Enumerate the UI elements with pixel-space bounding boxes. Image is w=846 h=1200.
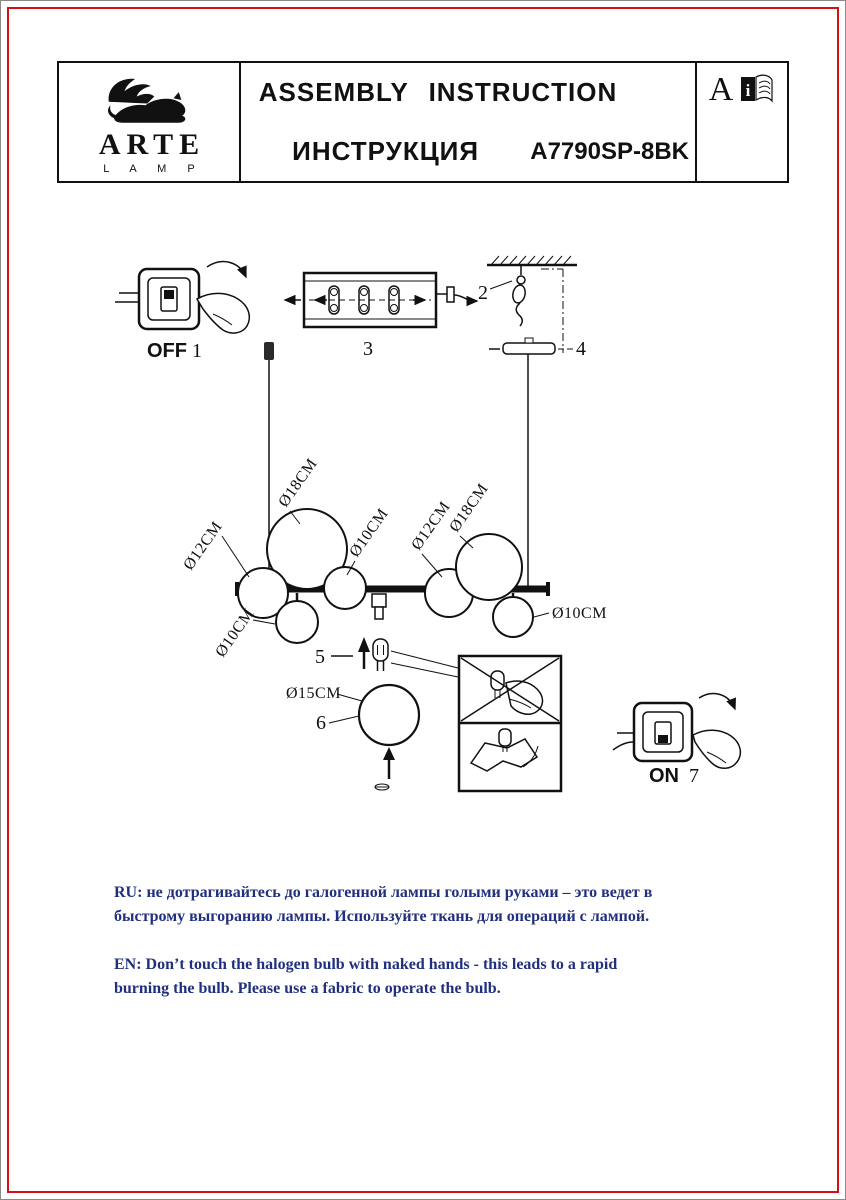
halogen-bulb-icon [372,638,389,662]
header-corner: A i [695,63,787,181]
footer-warnings: RU: не дотрагивайтесь до галогенной ламп… [114,881,759,1001]
sphere-18-right [455,533,523,601]
model-number: A7790SP-8BK [530,137,689,165]
header-row2: ИНСТРУКЦИЯ A7790SP-8BK [241,122,695,181]
warning-ru-line1: RU: не дотрагивайтесь до галогенной ламп… [114,884,653,901]
canopy-plate-icon [502,342,556,355]
warning-en-line2: burning the bulb. Please use a fabric to… [114,980,501,997]
step-3-bracket: 3 [283,271,479,360]
info-letter: i [746,81,751,100]
title-en: ASSEMBLY INSTRUCTION [258,77,618,107]
brand-sub: L A M P [103,162,204,175]
step-7-number: 7 [689,765,699,787]
step-2-ceiling-hook: 2 [478,255,577,353]
sphere-12-left [237,567,289,619]
warning-box [457,654,563,793]
rotate-arrow-icon [698,692,736,711]
size-label-10-bottom-left: Ø10CM [212,606,257,661]
sphere-10-right [492,596,534,638]
ceiling-hook-icon [516,275,526,285]
step-4-canopy: 4 [489,337,586,360]
bulb-with-fabric-icon [498,728,512,747]
assembly-diagram: OFF 1 3 [115,255,742,793]
header: ARTE L A M P ASSEMBLY INSTRUCTION ИНСТРУ… [57,61,789,183]
corner-letter: A [708,71,734,108]
sphere-10-center [323,566,367,610]
hand-icon [692,729,742,769]
up-arrow-icon [358,637,370,652]
step-1-switch-off: OFF 1 [115,260,250,362]
brand-logo: ARTE L A M P [59,63,241,181]
up-arrow-icon [383,747,395,760]
brand-name: ARTE [98,127,206,161]
lamp-socket-icon [371,593,387,608]
suspension-cap [264,342,274,360]
size-label-12-left: Ø12CM [180,519,225,574]
step-1-number: 1 [192,340,202,362]
rotate-arrow-icon [206,260,247,279]
step-2-number: 2 [478,282,488,304]
off-label: OFF [147,340,187,362]
size-label-15: Ø15CM [286,685,341,702]
warning-ru-line2: быстрому выгоранию лампы. Используйте тк… [114,908,650,925]
step-6-glass: Ø15CM 6 [286,683,421,791]
on-label: ON [649,765,679,787]
winged-lion-logo-icon [108,78,186,123]
step-5-bulb: 5 [315,637,459,678]
hand-icon [195,292,250,334]
fabric-icon [469,738,539,772]
step-3-number: 3 [363,338,373,360]
sphere-10-bottom-left [275,600,319,644]
manual-book-icon: i [741,74,773,103]
warning-en: EN: Don’t touch the halogen bulb with na… [114,953,759,1001]
step-5-number: 5 [315,646,325,668]
bulb-icon [490,670,505,691]
title-ru: ИНСТРУКЦИЯ [292,136,480,166]
glass-sphere-15 [357,683,421,747]
cable-icon [453,294,479,307]
step-7-switch-on: ON 7 [612,692,742,787]
size-label-10-right: Ø10CM [552,605,607,622]
warning-ru: RU: не дотрагивайтесь до галогенной ламп… [114,881,759,929]
step-4-number: 4 [576,338,586,360]
warning-en-line1: EN: Don’t touch the halogen bulb with na… [114,956,618,973]
step-6-number: 6 [316,712,326,734]
sphere-18-left [266,508,348,590]
size-label-18-left: Ø18CM [275,456,320,511]
header-titles: ASSEMBLY INSTRUCTION ИНСТРУКЦИЯ A7790SP-… [241,63,695,181]
size-label-10-center: Ø10CM [346,506,391,561]
chandelier: Ø18CM Ø12CM Ø10CM Ø12CM Ø18CM Ø10CM Ø10C… [180,342,607,661]
